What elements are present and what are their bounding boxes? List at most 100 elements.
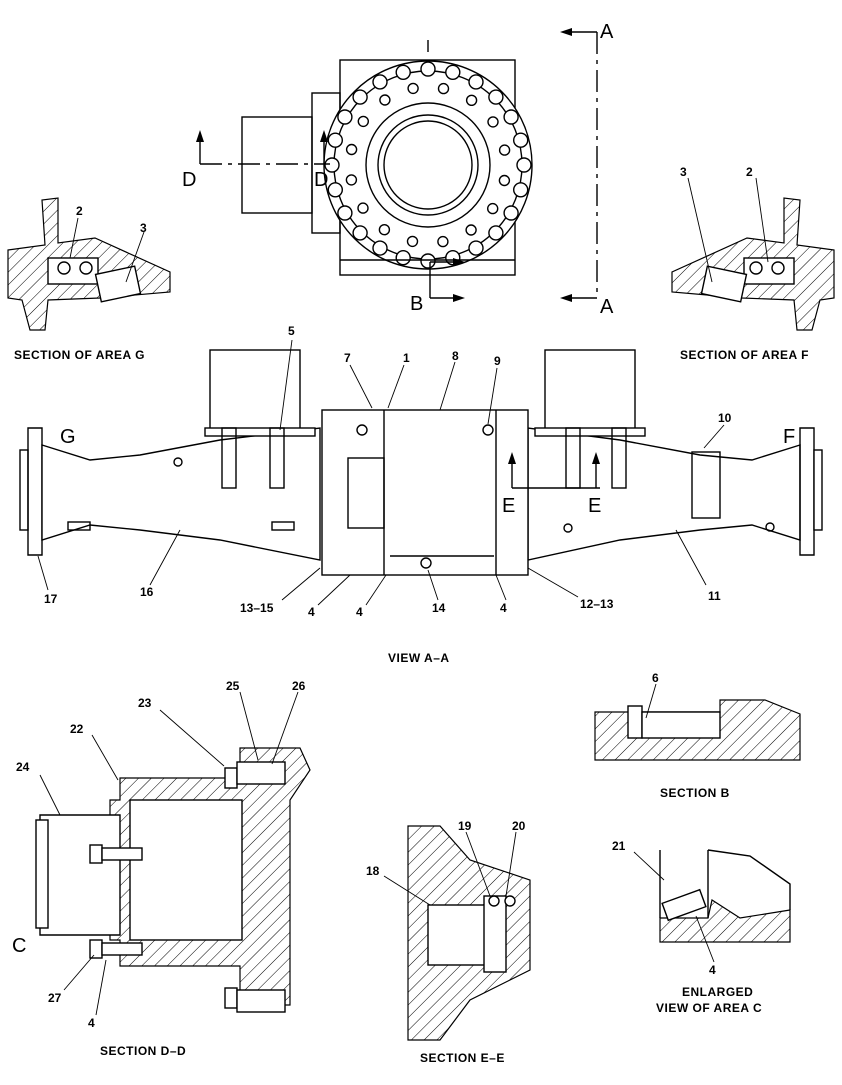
flange-bolt-holes bbox=[324, 61, 532, 269]
callout-11: 11 bbox=[708, 589, 721, 603]
callout-5: 5 bbox=[288, 324, 295, 338]
bolt-hole bbox=[372, 74, 388, 90]
section-area-f: 3 2 SECTION OF AREA F bbox=[671, 165, 835, 362]
callout-1: 1 bbox=[403, 351, 410, 365]
bolt-hole bbox=[395, 64, 411, 81]
callout-25: 25 bbox=[226, 679, 240, 693]
bolt-hole bbox=[487, 116, 499, 128]
callout-3-g: 3 bbox=[140, 221, 147, 235]
bolt-hole bbox=[327, 182, 343, 198]
caption-section-area-g: SECTION OF AREA G bbox=[14, 348, 145, 362]
bolt-hole bbox=[337, 109, 353, 125]
bolt-hole bbox=[488, 89, 504, 105]
bolt-hole bbox=[407, 82, 419, 95]
bolt-hole bbox=[406, 235, 419, 248]
caption-section-dd: SECTION D–D bbox=[100, 1044, 186, 1058]
bolt-hole bbox=[378, 223, 391, 236]
bolt-hole bbox=[420, 61, 436, 77]
callout-9: 9 bbox=[494, 354, 501, 368]
section-b: 6 SECTION B bbox=[594, 671, 801, 800]
callout-22: 22 bbox=[70, 722, 84, 736]
bolt-hole bbox=[420, 253, 436, 269]
bolt-hole bbox=[327, 132, 343, 148]
section-letter-d-right: D bbox=[314, 169, 328, 191]
callout-4-c-area: 4 bbox=[709, 963, 716, 977]
bolt-hole bbox=[337, 205, 353, 221]
callout-24: 24 bbox=[16, 760, 30, 774]
callout-2-g: 2 bbox=[76, 204, 83, 218]
callout-20: 20 bbox=[512, 819, 526, 833]
callout-4-c: 4 bbox=[500, 601, 507, 615]
bolt-hole bbox=[345, 143, 358, 156]
callout-13-15: 13–15 bbox=[240, 601, 274, 615]
callout-27: 27 bbox=[48, 991, 62, 1005]
section-letter-a-bottom: A bbox=[600, 296, 614, 318]
bolt-hole bbox=[513, 132, 529, 148]
section-dd: 23 25 26 22 24 27 4 C SECTION D–D bbox=[12, 679, 311, 1058]
bolt-hole bbox=[468, 240, 484, 256]
caption-enlarged-line2: VIEW OF AREA C bbox=[656, 1001, 762, 1015]
bolt-hole bbox=[352, 89, 368, 105]
enlarged-area-c: 21 4 ENLARGED VIEW OF AREA C bbox=[612, 839, 791, 1015]
callout-10: 10 bbox=[718, 411, 732, 425]
section-area-g: 2 3 SECTION OF AREA G bbox=[7, 197, 171, 362]
callout-14: 14 bbox=[432, 601, 446, 615]
section-letter-a-top: A bbox=[600, 21, 614, 43]
callout-4-a: 4 bbox=[308, 605, 315, 619]
callout-21: 21 bbox=[612, 839, 626, 853]
callout-17: 17 bbox=[44, 592, 58, 606]
callout-6: 6 bbox=[652, 671, 659, 685]
bolt-hole bbox=[372, 240, 388, 256]
section-letter-e-right: E bbox=[588, 495, 601, 517]
callout-16: 16 bbox=[140, 585, 154, 599]
section-line-aa: A A bbox=[560, 21, 614, 318]
bolt-hole bbox=[468, 74, 484, 90]
bolt-hole bbox=[352, 225, 368, 241]
caption-section-area-f: SECTION OF AREA F bbox=[680, 348, 809, 362]
callout-4-b: 4 bbox=[356, 605, 363, 619]
caption-enlarged-line1: ENLARGED bbox=[682, 985, 753, 999]
bolt-hole bbox=[445, 64, 461, 81]
callout-7: 7 bbox=[344, 351, 351, 365]
callout-8: 8 bbox=[452, 349, 459, 363]
bolt-hole bbox=[357, 202, 369, 214]
callout-3-f: 3 bbox=[680, 165, 687, 179]
bolt-hole bbox=[503, 109, 519, 125]
bolt-hole bbox=[395, 250, 411, 266]
section-line-dd: D D bbox=[182, 130, 330, 191]
section-letter-g: G bbox=[60, 426, 76, 448]
caption-section-ee: SECTION E–E bbox=[420, 1051, 505, 1065]
bolt-hole bbox=[437, 235, 449, 248]
bolt-hole bbox=[437, 82, 450, 95]
bolt-hole bbox=[465, 224, 477, 236]
bolt-hole bbox=[379, 94, 391, 106]
section-letter-f: F bbox=[783, 426, 795, 448]
section-line-b: B bbox=[410, 258, 465, 315]
section-ee: 18 19 20 SECTION E–E bbox=[366, 819, 531, 1065]
callout-26: 26 bbox=[292, 679, 306, 693]
bolt-hole bbox=[324, 157, 340, 173]
section-letter-d-left: D bbox=[182, 169, 196, 191]
bolt-hole bbox=[488, 225, 504, 241]
caption-view-aa: VIEW A–A bbox=[388, 651, 450, 665]
callout-23: 23 bbox=[138, 696, 152, 710]
bolt-hole bbox=[503, 205, 519, 221]
callout-4-dd: 4 bbox=[88, 1016, 95, 1030]
view-aa: E E G F 5 7 1 8 9 10 17 16 13–15 4 4 14 … bbox=[19, 324, 823, 665]
caption-section-b: SECTION B bbox=[660, 786, 730, 800]
callout-19: 19 bbox=[458, 819, 472, 833]
bolt-hole bbox=[498, 174, 511, 187]
section-letter-b: B bbox=[410, 293, 423, 315]
bolt-hole bbox=[516, 157, 532, 173]
section-letter-e-left: E bbox=[502, 495, 515, 517]
section-letter-c: C bbox=[12, 935, 26, 957]
bolt-hole bbox=[465, 94, 478, 107]
callout-2-f: 2 bbox=[746, 165, 753, 179]
bolt-hole bbox=[498, 144, 511, 156]
bolt-hole bbox=[345, 174, 358, 186]
bolt-hole bbox=[513, 182, 529, 198]
callout-18: 18 bbox=[366, 864, 380, 878]
bolt-hole bbox=[487, 202, 499, 215]
top-flange-view bbox=[241, 40, 533, 276]
